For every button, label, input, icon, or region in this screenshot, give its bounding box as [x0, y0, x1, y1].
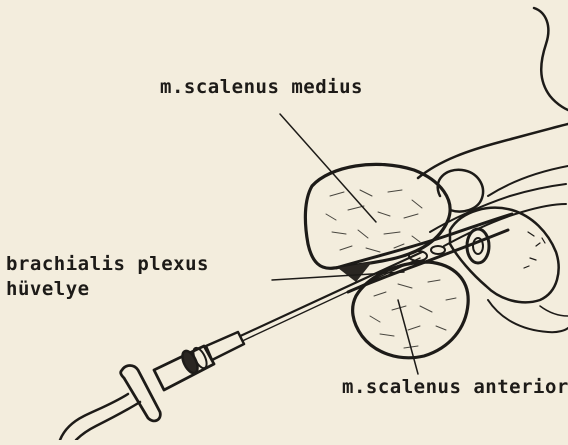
- shoulder-contour: [418, 124, 568, 178]
- syringe-hub: [206, 332, 244, 360]
- label-scalenus-medius: m.scalenus medius: [160, 78, 363, 97]
- extension-tube-2: [76, 402, 140, 440]
- soft-tissue-lower-2: [540, 306, 568, 316]
- scalenus-medius-texture: [326, 190, 422, 252]
- plexus-nerve-2: [431, 246, 445, 254]
- scalenus-medius-muscle: [305, 164, 450, 268]
- label-scalenus-anterior: m.scalenus anterior: [342, 378, 568, 397]
- neck-contour: [534, 8, 568, 110]
- leader-scalenus-medius: [280, 114, 376, 222]
- soft-tissue-lower: [488, 300, 568, 332]
- needle-shaft-2: [238, 258, 420, 343]
- label-brachialis-plexus: brachialis plexus: [6, 255, 209, 274]
- scalenus-anterior-texture: [370, 280, 456, 348]
- needle-shaft: [236, 252, 422, 338]
- label-brachialis-plexus-line2: hüvelye: [6, 280, 90, 299]
- leader-scalenus-anterior: [398, 300, 418, 374]
- extension-tube: [60, 394, 128, 440]
- vertebra-texture: [524, 232, 545, 268]
